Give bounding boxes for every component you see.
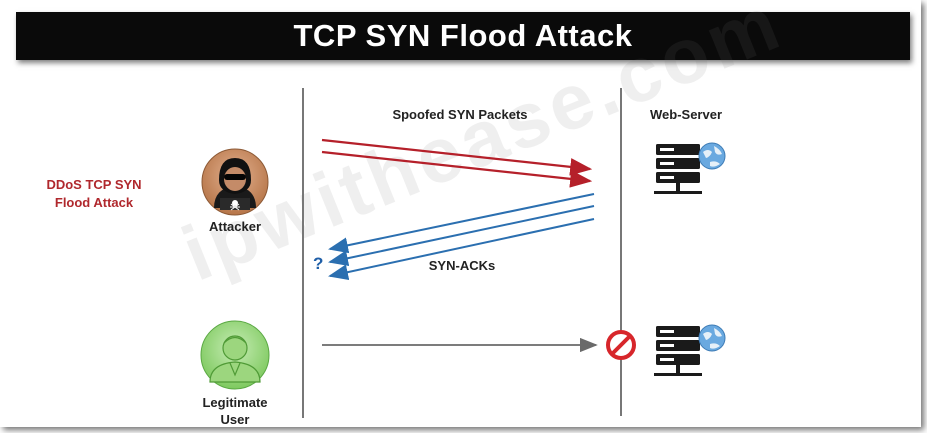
spoofed-syn-arrow-1 xyxy=(321,138,593,176)
legit-user-label-line-2: User xyxy=(220,412,250,427)
server-globe-icon xyxy=(654,142,726,194)
diagram-frame: TCP SYN Flood Attack ipwithease.com DDoS… xyxy=(16,0,910,428)
legit-user-label: Legitimate User xyxy=(180,394,290,428)
ddos-note-line-1: DDoS TCP SYN xyxy=(46,177,142,192)
spoofed-syn-arrow-2 xyxy=(321,150,593,188)
client-timeline xyxy=(302,88,304,418)
synack-arrow-2 xyxy=(328,205,595,267)
synack-arrow-1 xyxy=(328,193,595,254)
hacker-avatar-icon xyxy=(201,148,269,216)
ddos-note-line-2: Flood Attack xyxy=(54,195,134,210)
server-timeline xyxy=(620,88,622,416)
attacker-label: Attacker xyxy=(208,219,262,234)
spoofed-syn-label: Spoofed SYN Packets xyxy=(392,107,528,122)
synack-arrow-3 xyxy=(328,218,595,281)
server-globe-icon-blocked-target xyxy=(654,324,726,376)
ddos-note: DDoS TCP SYN Flood Attack xyxy=(32,176,156,212)
user-avatar-icon xyxy=(200,320,270,390)
web-server-label: Web-Server xyxy=(649,107,722,122)
legit-user-label-line-1: Legitimate xyxy=(202,395,268,410)
synack-label: SYN-ACKs xyxy=(428,258,496,273)
title-bar: TCP SYN Flood Attack xyxy=(16,12,910,60)
page-title: TCP SYN Flood Attack xyxy=(293,18,633,53)
blocked-icon xyxy=(606,330,636,360)
unanswered-question-mark: ? xyxy=(313,254,324,273)
